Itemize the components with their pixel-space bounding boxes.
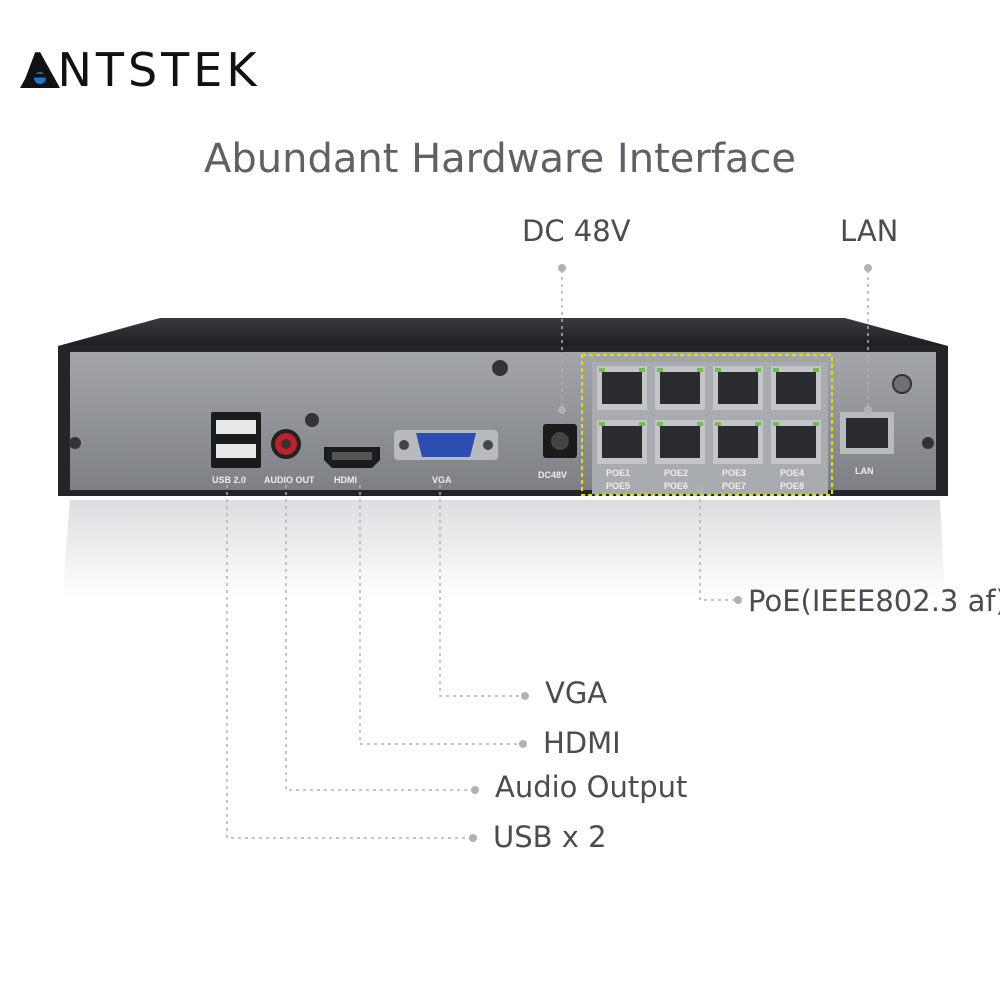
callout-dc: DC 48V (522, 214, 631, 248)
screw-icon (305, 413, 319, 427)
callout-dots (469, 264, 872, 842)
poe-panel-label-8: POE8 (780, 481, 804, 491)
poe-port-6 (655, 420, 705, 464)
poe-panel-label-6: POE6 (664, 481, 688, 491)
poe-port-1 (597, 366, 647, 410)
page-title: Abundant Hardware Interface (203, 136, 797, 182)
callout-usb: USB x 2 (493, 820, 607, 854)
callout-hdmi: HDMI (543, 726, 621, 760)
screw-icon (69, 437, 81, 449)
dc-panel-label: DC48V (538, 470, 567, 480)
ground-screw-icon (892, 374, 912, 394)
usb-ports (211, 412, 261, 468)
poe-panel-label-3: POE3 (722, 468, 746, 478)
poe-port-3 (713, 366, 763, 410)
poe-port-8 (771, 420, 821, 464)
hdmi-panel-label: HDMI (334, 475, 357, 485)
poe-port-4 (771, 366, 821, 410)
device-reflection (62, 500, 945, 600)
poe-panel-label-4: POE4 (780, 468, 804, 478)
screw-icon (492, 360, 508, 376)
poe-port-2 (655, 366, 705, 410)
poe-panel-label-2: POE2 (664, 468, 688, 478)
poe-panel-label-1: POE1 (606, 468, 630, 478)
poe-panel-label-5: POE5 (606, 481, 630, 491)
usb-panel-label: USB 2.0 (212, 475, 246, 485)
poe-port-7 (713, 420, 763, 464)
dc-jack (543, 424, 577, 458)
audio-panel-label: AUDIO OUT (264, 475, 315, 485)
callout-audio: Audio Output (495, 770, 688, 804)
callout-lines (226, 270, 869, 839)
poe-highlight-box (581, 354, 833, 496)
audio-jack (271, 429, 301, 459)
callout-vga: VGA (545, 676, 608, 710)
lan-panel-label: LAN (855, 466, 874, 476)
poe-port-5 (597, 420, 647, 464)
callout-poe: PoE(IEEE802.3 af) (748, 584, 1000, 618)
brand-name: ANTSTEK (22, 43, 261, 97)
hdmi-port (324, 447, 380, 468)
vga-panel-label: VGA (432, 475, 452, 485)
vga-port (394, 430, 498, 460)
brand-logo: ANTSTEK (18, 40, 261, 100)
logo-triangle-icon (20, 52, 60, 88)
screw-icon (922, 437, 934, 449)
lan-port (840, 412, 894, 454)
poe-panel-label-7: POE7 (722, 481, 746, 491)
callout-lan: LAN (840, 214, 899, 248)
chassis-top (58, 318, 948, 346)
